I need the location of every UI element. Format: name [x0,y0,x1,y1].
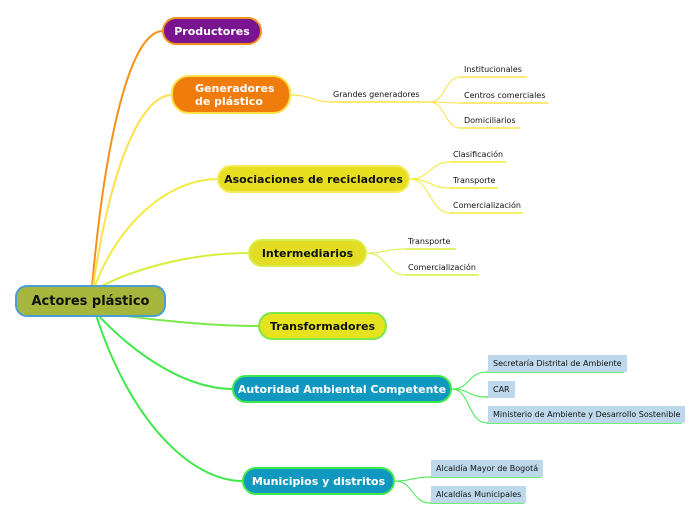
node-generadores[interactable]: Generadores de plástico [171,75,291,114]
leaf-transporte-aso[interactable]: Transporte [453,176,496,185]
link-autoridad [96,313,234,390]
leaf-grandes-generadores[interactable]: Grandes generadores [333,90,420,99]
link-municipios [95,314,244,482]
leaf-centros-comerciales[interactable]: Centros comerciales [464,91,546,100]
leaf-car[interactable]: CAR [488,381,515,398]
node-municipios[interactable]: Municipios y distritos [242,467,395,495]
leaf-comercializacion-int[interactable]: Comercialización [408,263,476,272]
link-asociaciones [93,178,219,289]
leaf-ministerio[interactable]: Ministerio de Ambiente y Desarrollo Sost… [488,406,686,423]
leaf-institucionales[interactable]: Institucionales [464,65,522,74]
leaf-transporte-int[interactable]: Transporte [408,237,451,246]
link-generadores [92,94,173,288]
leaf-domiciliarios[interactable]: Domiciliarios [464,116,516,125]
node-generadores-line1: Generadores [195,81,275,95]
node-autoridad[interactable]: Autoridad Ambiental Competente [232,375,452,403]
node-transformadores[interactable]: Transformadores [258,312,387,340]
node-generadores-line2: de plástico [195,94,263,108]
root-node[interactable]: Actores plástico [15,285,166,317]
node-intermediarios[interactable]: Intermediarios [248,239,367,267]
leaf-comercializacion-aso[interactable]: Comercialización [453,201,521,210]
link-productores [91,30,164,288]
leaf-alcaldias-municipales[interactable]: Alcaldías Municipales [431,486,527,503]
node-productores[interactable]: Productores [162,17,262,45]
leaf-alcaldia-mayor[interactable]: Alcaldía Mayor de Bogotá [431,460,544,477]
leaf-clasificacion[interactable]: Clasificación [453,150,504,159]
link-intermediarios [95,252,250,290]
node-asociaciones[interactable]: Asociaciones de recicladores [217,165,410,193]
leaf-secretaria[interactable]: Secretaría Distrital de Ambiente [488,355,627,372]
